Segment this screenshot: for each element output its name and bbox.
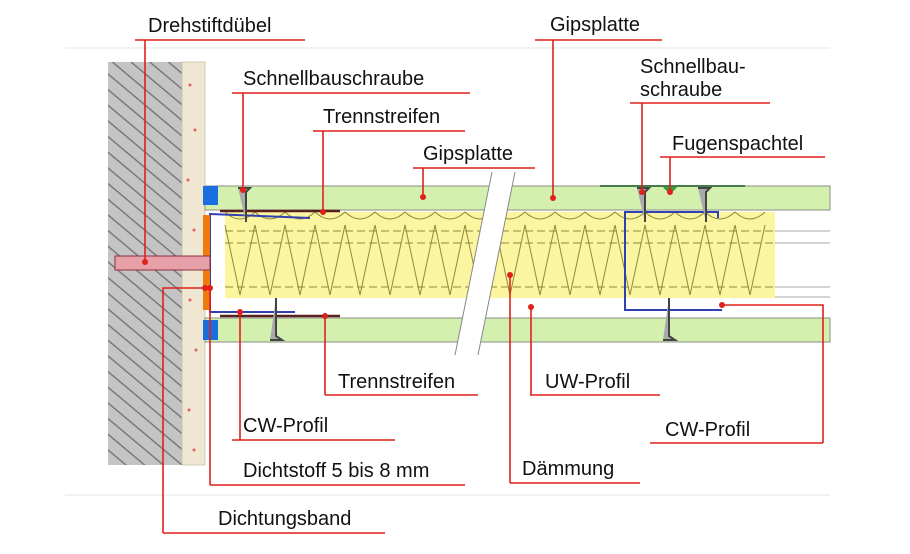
section-break [455,172,515,355]
label-cw-profil-right: CW-Profil [665,419,750,441]
label-trennstreifen-top: Trennstreifen [323,106,440,128]
gypsum-board-top [204,185,831,211]
label-uw-profil: UW-Profil [545,371,630,393]
label-gipsplatte-mid: Gipsplatte [423,143,513,165]
label-daemmung: Dämmung [522,458,614,480]
label-schnellbauschraube-right-2: schraube [640,79,722,101]
dowel [114,255,211,271]
screws [238,187,713,341]
label-fugenspachtel: Fugenspachtel [672,133,803,155]
label-dichtstoff: Dichtstoff 5 bis 8 mm [243,460,429,482]
leader-dots [142,187,725,319]
cw-profile-right [624,211,722,311]
leader-lines [135,39,825,534]
label-schnellbauschraube-right-1: Schnellbau- [640,56,746,78]
cavity-lines [775,230,830,298]
plaster-dots [186,83,198,452]
label-cw-profil-left: CW-Profil [243,415,328,437]
label-gipsplatte-top: Gipsplatte [550,14,640,36]
label-trennstreifen-bottom: Trennstreifen [338,371,455,393]
break-lines [454,171,516,356]
label-drehstiftduebel: Drehstiftdübel [148,15,271,37]
label-schnellbauschraube-left: Schnellbauschraube [243,68,424,90]
gypsum-board-bottom [204,317,831,343]
sealant-top [203,186,218,205]
label-dichtungsband: Dichtungsband [218,508,351,530]
